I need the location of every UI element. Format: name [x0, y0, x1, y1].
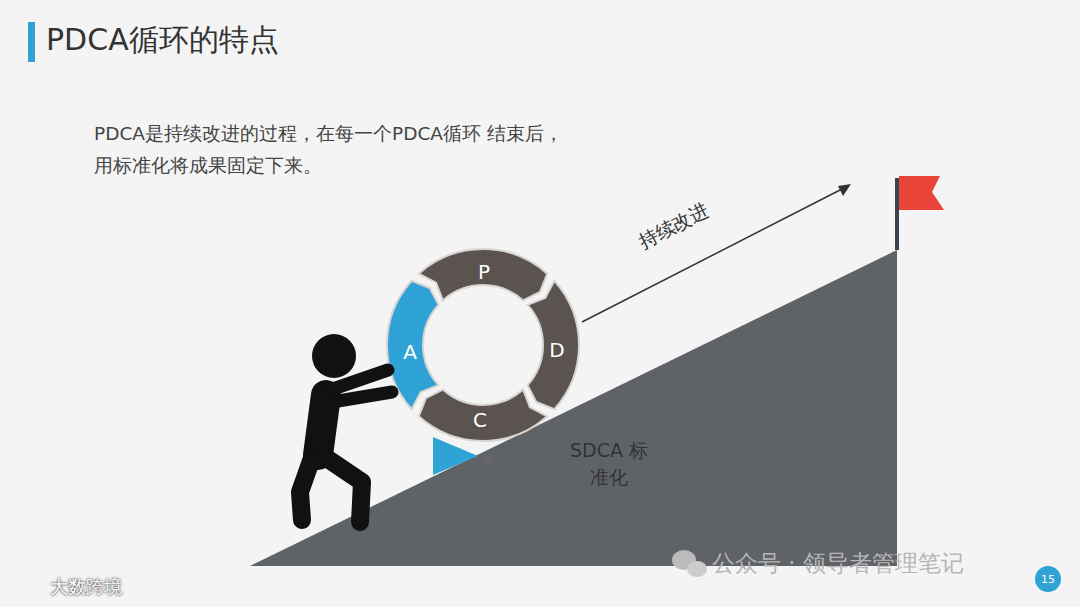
wechat-icon: [672, 550, 707, 577]
improve-arrow: [582, 189, 842, 322]
segment-letter: C: [473, 408, 487, 432]
body-text: PDCA是持续改进的过程，在每一个PDCA循环 结束后，用标准化将成果固定下来。: [94, 118, 574, 182]
cycle-segment: A: [398, 337, 422, 367]
page-number: 15: [1041, 573, 1055, 586]
ring-segment: [419, 390, 547, 441]
leader-line: [490, 458, 550, 459]
sdca-wedge: [433, 437, 478, 475]
watermark: 公众号 · 领导者管理笔记: [712, 548, 964, 579]
segment-letter: A: [403, 340, 417, 364]
slope: [250, 250, 897, 566]
segment-letter: D: [549, 338, 564, 362]
flag: [899, 176, 944, 210]
leader-head: [479, 454, 490, 464]
cycle-segment: P: [473, 257, 495, 287]
ring-segment: [419, 249, 547, 300]
arrow-head: [838, 184, 851, 196]
page-badge: [1035, 566, 1061, 592]
ring-segment: [528, 281, 579, 409]
title-bar: [28, 22, 35, 62]
stick-man: [300, 334, 392, 522]
pdca-ring: [387, 249, 579, 441]
watermark: 大数跨境: [50, 575, 122, 599]
sdca-label: SDCA 标准化: [564, 437, 654, 491]
cycle-segment: C: [468, 405, 492, 435]
cycle-segment: D: [544, 335, 569, 365]
segment-letter: P: [478, 260, 490, 284]
slide-title: PDCA循环的特点: [46, 20, 279, 61]
flag-pole: [895, 178, 899, 250]
arrow-label: 持续改进: [634, 197, 714, 255]
